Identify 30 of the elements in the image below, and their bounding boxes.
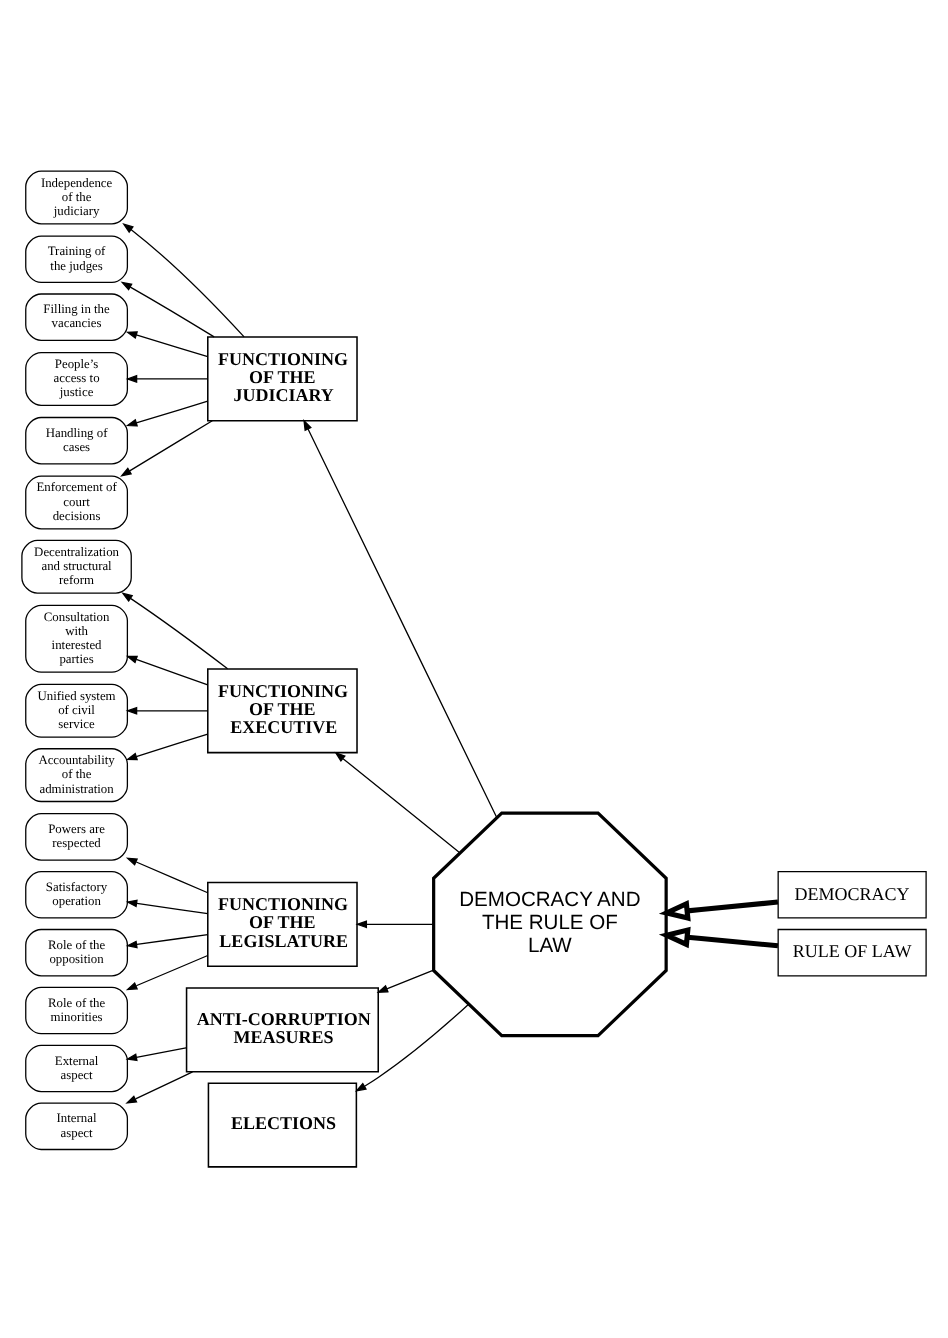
arrow: [125, 331, 209, 358]
arrow: [354, 1003, 470, 1092]
arrow: [122, 223, 245, 338]
arrow: [125, 1071, 194, 1104]
arrow: [125, 899, 209, 915]
node-box: FUNCTIONING OF THE EXECUTIVE: [207, 668, 358, 754]
arrow: [355, 920, 435, 929]
arrow: [125, 374, 209, 383]
arrow: [658, 926, 779, 949]
arrow: [125, 933, 209, 949]
arrow: [125, 655, 209, 686]
node-box: ANTI-CORRUPTION MEASURES: [185, 987, 379, 1073]
node-box: DEMOCRACY: [777, 870, 927, 919]
node-box: ELECTIONS: [207, 1082, 358, 1168]
arrow: [120, 420, 213, 477]
arrow: [658, 899, 779, 922]
arrow: [125, 400, 209, 427]
node-box: FUNCTIONING OF THE JUDICIARY: [207, 336, 358, 422]
arrow: [303, 419, 498, 819]
arrow: [125, 1047, 187, 1062]
arrow: [125, 733, 209, 761]
arrow: [125, 954, 209, 991]
arrow: [376, 969, 435, 993]
node-box: RULE OF LAW: [777, 928, 927, 977]
node-box: FUNCTIONING OF THE LEGISLATURE: [207, 881, 358, 967]
arrow: [334, 751, 461, 854]
arrow: [125, 857, 209, 894]
arrow: [125, 706, 209, 715]
arrow: [120, 281, 215, 338]
arrow: [121, 592, 229, 670]
